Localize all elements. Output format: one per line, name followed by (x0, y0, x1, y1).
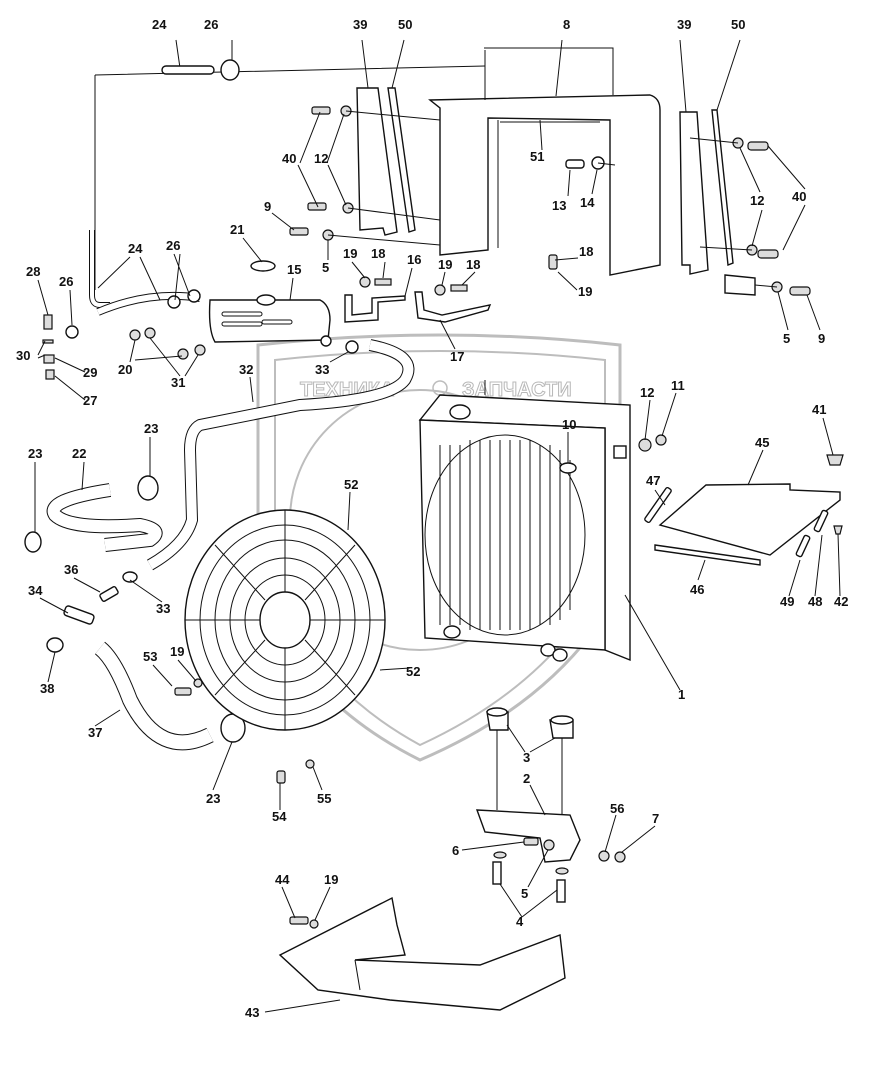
callout-47: 47 (646, 473, 660, 488)
callout-19: 19 (438, 257, 452, 272)
callout-4: 4 (516, 914, 524, 929)
callout-16: 16 (407, 252, 421, 267)
callout-31: 31 (171, 375, 185, 390)
callout-9: 9 (264, 199, 271, 214)
callout-5: 5 (783, 331, 790, 346)
part-plate-39-left (356, 87, 416, 236)
callout-32: 32 (239, 362, 253, 377)
callout-17: 17 (450, 349, 464, 364)
part-hose-32 (146, 339, 415, 571)
callout-55: 55 (317, 791, 331, 806)
callout-39: 39 (353, 17, 367, 32)
watermark-right-text: ЗАПЧАСТИ (462, 379, 572, 401)
fittings-left (46, 571, 138, 653)
callout-29: 29 (83, 365, 97, 380)
callout-14: 14 (580, 195, 595, 210)
callout-49: 49 (780, 594, 794, 609)
callout-7: 7 (652, 811, 659, 826)
callout-23: 23 (28, 446, 42, 461)
part-frame-8 (428, 47, 661, 276)
callout-33: 33 (156, 601, 170, 616)
callout-3: 3 (523, 750, 530, 765)
callout-18: 18 (466, 257, 480, 272)
callout-11: 11 (671, 378, 685, 393)
callout-42: 42 (834, 594, 848, 609)
part-radiator-1 (418, 380, 667, 662)
callout-36: 36 (64, 562, 78, 577)
callout-26: 26 (166, 238, 180, 253)
part-fan-guard-52 (174, 509, 386, 784)
callout-20: 20 (118, 362, 132, 377)
leader-lines (34, 111, 841, 1013)
part-tray-43 (278, 896, 566, 1011)
callout-44: 44 (275, 872, 290, 887)
callout-19: 19 (170, 644, 184, 659)
leader-lines-top (94, 39, 778, 290)
callout-38: 38 (40, 681, 54, 696)
callout-40: 40 (282, 151, 296, 166)
callout-26: 26 (59, 274, 73, 289)
callout-45: 45 (755, 435, 769, 450)
callout-48: 48 (808, 594, 822, 609)
part-tank-15 (208, 260, 332, 347)
callout-15: 15 (287, 262, 301, 277)
part-hose-24-left (42, 230, 359, 380)
callout-24: 24 (128, 241, 143, 256)
callout-13: 13 (552, 198, 566, 213)
part-cover-45 (644, 454, 844, 566)
callout-12: 12 (314, 151, 328, 166)
callout-23: 23 (144, 421, 158, 436)
callout-19: 19 (343, 246, 357, 261)
callout-6: 6 (452, 843, 459, 858)
part-hose-22 (24, 475, 163, 553)
callout-37: 37 (88, 725, 102, 740)
callout-12: 12 (640, 385, 654, 400)
callout-50: 50 (398, 17, 412, 32)
callout-50: 50 (731, 17, 745, 32)
callout-41: 41 (812, 402, 826, 417)
callout-33: 33 (315, 362, 329, 377)
callout-34: 34 (28, 583, 43, 598)
callout-21: 21 (230, 222, 244, 237)
callout-8: 8 (563, 17, 570, 32)
callout-26: 26 (204, 17, 218, 32)
callout-43: 43 (245, 1005, 259, 1020)
callout-40: 40 (792, 189, 806, 204)
callout-30: 30 (16, 348, 30, 363)
part-mounts (475, 707, 626, 903)
part-plate-39-right (679, 109, 734, 275)
callout-52: 52 (406, 664, 420, 679)
callout-51: 51 (530, 149, 544, 164)
part-hose-37 (94, 641, 246, 751)
part-bracket-16 (344, 291, 492, 323)
callout-1: 1 (678, 687, 685, 702)
callout-5: 5 (322, 260, 329, 275)
callout-19: 19 (324, 872, 338, 887)
callout-23: 23 (206, 791, 220, 806)
callout-10: 10 (562, 417, 576, 432)
callout-56: 56 (610, 801, 624, 816)
callout-9: 9 (818, 331, 825, 346)
callout-24: 24 (152, 17, 167, 32)
callout-53: 53 (143, 649, 157, 664)
callout-18: 18 (579, 244, 593, 259)
callout-12: 12 (750, 193, 764, 208)
callout-28: 28 (26, 264, 40, 279)
callout-39: 39 (677, 17, 691, 32)
callout-18: 18 (371, 246, 385, 261)
part-hose-24-top (161, 59, 240, 81)
callout-labels: 24 26 39 50 8 39 50 40 12 51 13 14 12 40… (16, 17, 848, 1020)
callout-2: 2 (523, 771, 530, 786)
callout-27: 27 (83, 393, 97, 408)
callout-54: 54 (272, 809, 287, 824)
callout-5: 5 (521, 886, 528, 901)
gear-icon (432, 380, 448, 396)
callout-46: 46 (690, 582, 704, 597)
callout-19: 19 (578, 284, 592, 299)
callout-52: 52 (344, 477, 358, 492)
callout-22: 22 (72, 446, 86, 461)
